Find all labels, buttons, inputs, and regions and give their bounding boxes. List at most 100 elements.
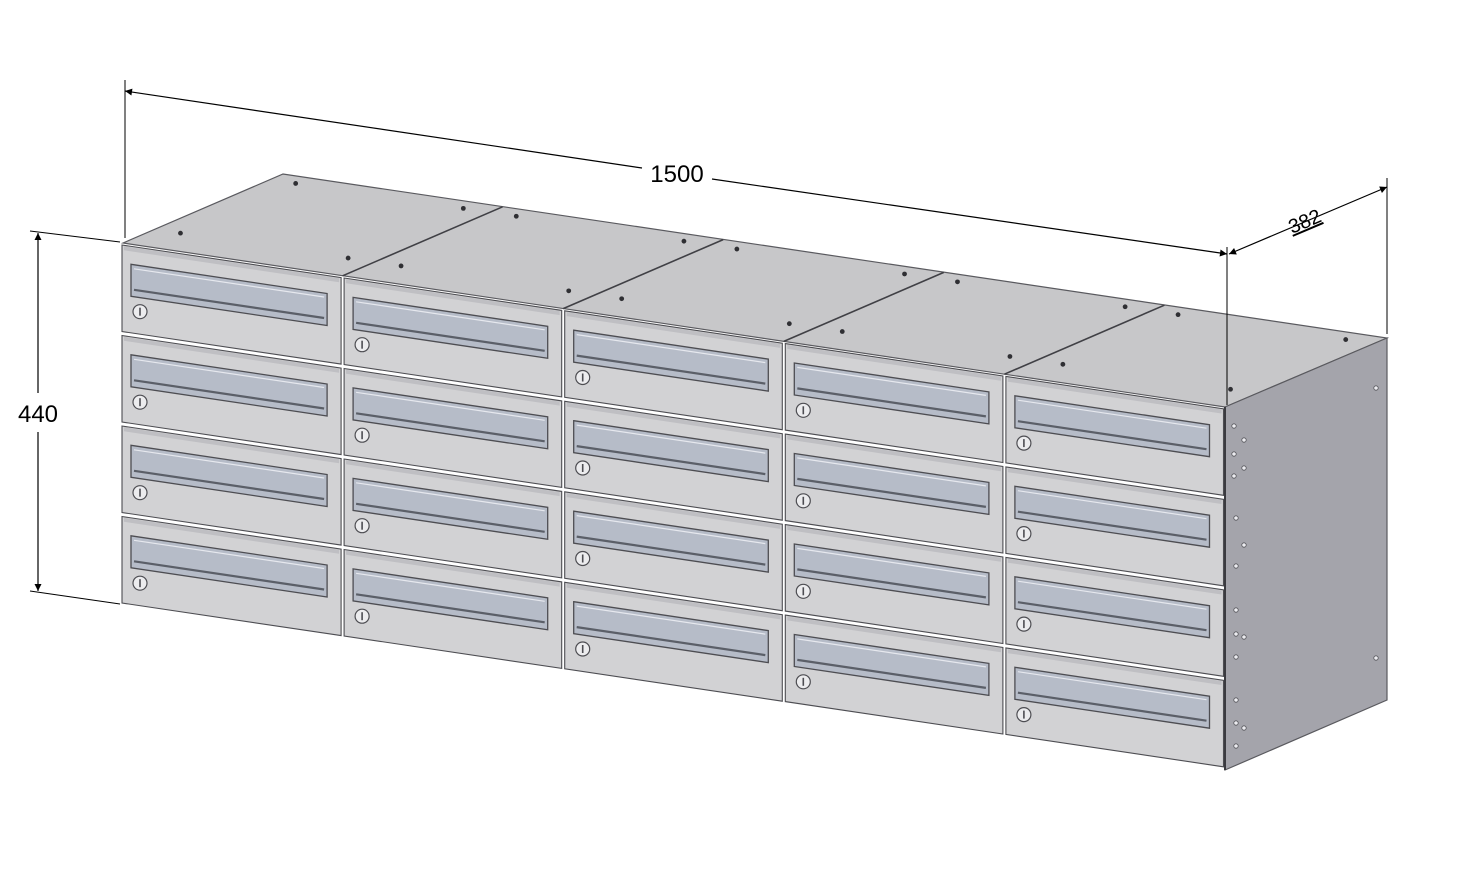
mailbox-door-lip [1007,377,1222,414]
mail-slot-flap [133,469,325,501]
mount-hole [1241,465,1247,471]
mail-slot-highlight [1017,580,1207,610]
mount-hole [1233,654,1239,660]
mailbox-door-lip [566,493,781,529]
mount-hole [1231,473,1237,479]
mount-hole [1373,385,1379,391]
mail-slot-highlight [356,482,545,512]
height-dimension-label: 440 [18,401,58,428]
top-mount-holes [178,181,1349,392]
mount-hole [1241,725,1247,731]
mail-slot-highlight [797,457,986,487]
mail-slot-flap [797,387,987,418]
mail-slot-highlight [1017,490,1207,520]
mailbox-door-lip [124,336,340,373]
top-seams [342,206,1165,375]
mount-hole [1233,563,1239,569]
top-seam [783,271,945,343]
width-dimension-line [711,178,1228,257]
mailbox-door [121,515,342,637]
mailbox-door-lip [124,246,340,283]
mail-slot-flap [355,321,545,352]
mailbox-door [343,367,563,489]
lock-icon [795,402,811,418]
mount-hole [1241,437,1247,443]
mail-slot-flap [576,445,766,476]
mailbox-door [121,244,342,365]
mail-slot-flap [797,568,987,599]
height-dimension: 440 [18,233,58,591]
mail-slot-highlight [576,515,766,545]
lock-icon [795,674,811,690]
mail-slot-flap [576,354,766,385]
mail-slot-highlight [133,358,325,389]
mailbox-front-grid [121,244,1225,768]
mount-hole [839,329,845,334]
mailbox-door [1005,647,1225,768]
mailbox-door-lip [787,616,1001,653]
mail-slot-highlight [356,301,545,331]
lock-icon [354,608,370,624]
mail-slot-highlight [356,391,545,421]
lock-icon [795,583,811,599]
mailbox-door-lip [1007,468,1222,504]
mail-slot-highlight [1017,671,1207,701]
mount-hole [178,230,183,236]
mount-hole [1233,631,1239,637]
depth-dimension-line [1228,186,1388,255]
mount-hole [1241,542,1247,548]
lock-icon [575,460,591,476]
mail-slot-highlight [576,334,766,364]
mailbox-door [564,491,783,612]
mount-hole [1343,337,1349,342]
mailbox-door [343,277,563,398]
lock-icon [132,575,148,591]
mount-hole [734,246,740,252]
mailbox-door-lip [346,279,560,316]
mail-slot-flap [576,626,766,657]
mount-hole [566,288,572,294]
mount-hole [460,205,466,211]
mount-hole [1241,634,1247,640]
top-seam [562,238,724,310]
mailbox-door [564,581,783,702]
mailbox-door-lip [566,312,781,348]
lock-icon [1016,435,1032,451]
mailbox-door [1005,466,1225,587]
mail-slot-highlight [576,424,766,454]
mount-hole [345,255,351,261]
top-seam [1004,304,1165,375]
lock-icon [354,427,370,443]
mail-slot-highlight [797,547,986,577]
mail-slot-flap [797,658,987,689]
mount-hole [1373,655,1379,661]
lock-icon [1016,706,1032,723]
width-dimension: 1500 [124,88,1228,257]
mailbox-door [121,334,342,456]
mailbox-door-lip [787,344,1001,381]
top-seam [342,206,503,277]
mount-hole [786,321,792,327]
mail-slot-flap [1017,601,1207,632]
mailbox-door-lip [787,525,1001,562]
mailbox-door-lip [346,369,560,406]
mail-slot-flap [1017,420,1207,451]
mount-hole [619,296,625,302]
lock-icon [132,304,148,320]
mail-slot-flap [355,412,545,443]
mailbox-door-lip [124,517,340,554]
lock-icon [795,493,811,509]
width-dimension-label: 1500 [650,161,703,188]
mailbox-door-lip [346,460,560,497]
mailbox-door [121,425,342,546]
lock-icon [354,337,370,353]
mail-slot-highlight [133,268,325,298]
lock-icon [575,369,591,386]
mailbox-door-lip [1007,649,1222,685]
mount-hole [1122,304,1128,310]
lock-icon [1016,616,1032,632]
mount-hole [1233,607,1239,613]
mailbox-door-lip [566,583,781,620]
mail-slot-highlight [1017,399,1207,429]
